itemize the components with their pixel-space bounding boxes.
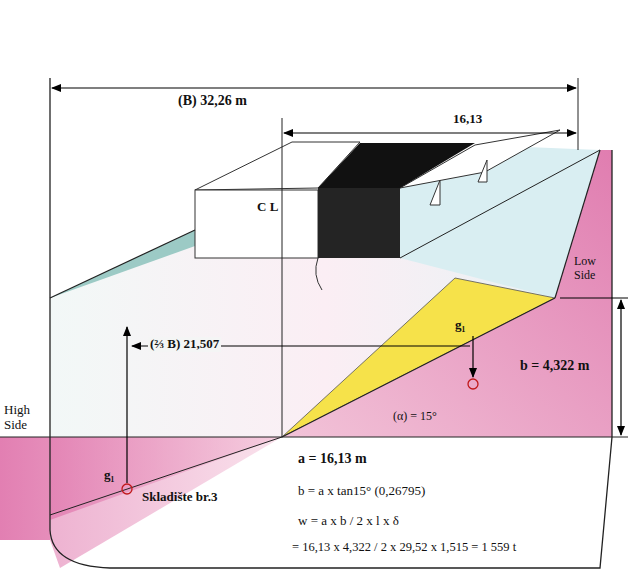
high-side-label: High Side	[4, 403, 38, 433]
formula-line: a = 16,13 m	[298, 451, 367, 467]
centreline-label: C L	[257, 200, 278, 215]
low-side-label: Low Side	[574, 255, 604, 283]
beam-dimension: (B) 32,26 m	[178, 93, 247, 109]
angle-label: (α) = 15°	[393, 410, 437, 424]
height-dimension: b = 4,322 m	[520, 358, 589, 374]
centroid-label: g₁	[455, 318, 465, 333]
centroid-label: g₁	[104, 468, 114, 483]
formula-line: w = a x b / 2 x l x δ	[298, 514, 399, 529]
hold-name: Skladište br.3	[142, 490, 217, 505]
formula-result: = 16,13 x 4,322 / 2 x 29,52 x 1,515 = 1 …	[292, 540, 516, 554]
arm-dimension: (⅔ B) 21,507	[148, 337, 221, 352]
half-beam-dimension: 16,13	[453, 112, 482, 127]
formula-line: b = a x tan15° (0,26795)	[298, 484, 425, 499]
